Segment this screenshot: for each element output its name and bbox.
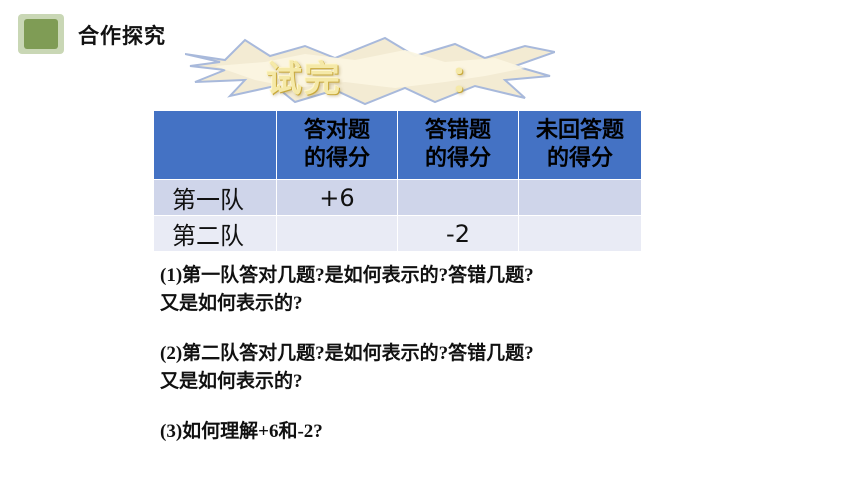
header-unanswered-line2: 的得分 <box>546 146 613 171</box>
table-header-blank <box>153 110 277 180</box>
question-1-line1: (1)第一队答对几题?是如何表示的?答错几题? <box>160 265 534 286</box>
question-1: (1)第一队答对几题?是如何表示的?答错几题? 又是如何表示的? <box>160 262 720 318</box>
score-table: 答对题 的得分 答错题 的得分 未回答题 的得分 第一队 +6 第二队 -2 <box>153 110 642 252</box>
table-header-correct: 答对题 的得分 <box>276 110 398 180</box>
cell-unanswered <box>518 179 642 216</box>
cell-unanswered <box>518 215 642 252</box>
table-row: 第二队 -2 <box>153 215 642 252</box>
question-3: (3)如何理解+6和-2? <box>160 418 720 446</box>
row-label: 第一队 <box>153 179 277 216</box>
question-2-line1: (2)第二队答对几题?是如何表示的?答错几题? <box>160 343 534 364</box>
banner-colon: ： <box>450 59 487 100</box>
cell-correct: +6 <box>276 179 398 216</box>
section-badge-square <box>24 19 58 49</box>
cell-correct <box>276 215 398 252</box>
cell-wrong <box>397 179 519 216</box>
section-badge <box>18 14 64 54</box>
header-wrong-line2: 的得分 <box>424 146 491 171</box>
header-wrong-line1: 答错题 <box>424 118 491 143</box>
cell-wrong: -2 <box>397 215 519 252</box>
section-title: 合作探究 <box>78 24 166 48</box>
table-row: 第一队 +6 <box>153 179 642 216</box>
header-correct-line1: 答对题 <box>303 118 370 143</box>
header-correct-line2: 的得分 <box>303 146 370 171</box>
starburst-banner <box>185 36 555 106</box>
question-2-line2: 又是如何表示的? <box>160 371 303 392</box>
table-header-wrong: 答错题 的得分 <box>397 110 519 180</box>
banner-title: 试完 <box>266 59 343 100</box>
table-header-row: 答对题 的得分 答错题 的得分 未回答题 的得分 <box>153 110 642 180</box>
question-2: (2)第二队答对几题?是如何表示的?答错几题? 又是如何表示的? <box>160 340 720 396</box>
header-unanswered-line1: 未回答题 <box>535 118 624 143</box>
table-header-unanswered: 未回答题 的得分 <box>518 110 642 180</box>
question-3-line1: (3)如何理解+6和-2? <box>160 421 323 442</box>
question-1-line2: 又是如何表示的? <box>160 293 303 314</box>
row-label: 第二队 <box>153 215 277 252</box>
